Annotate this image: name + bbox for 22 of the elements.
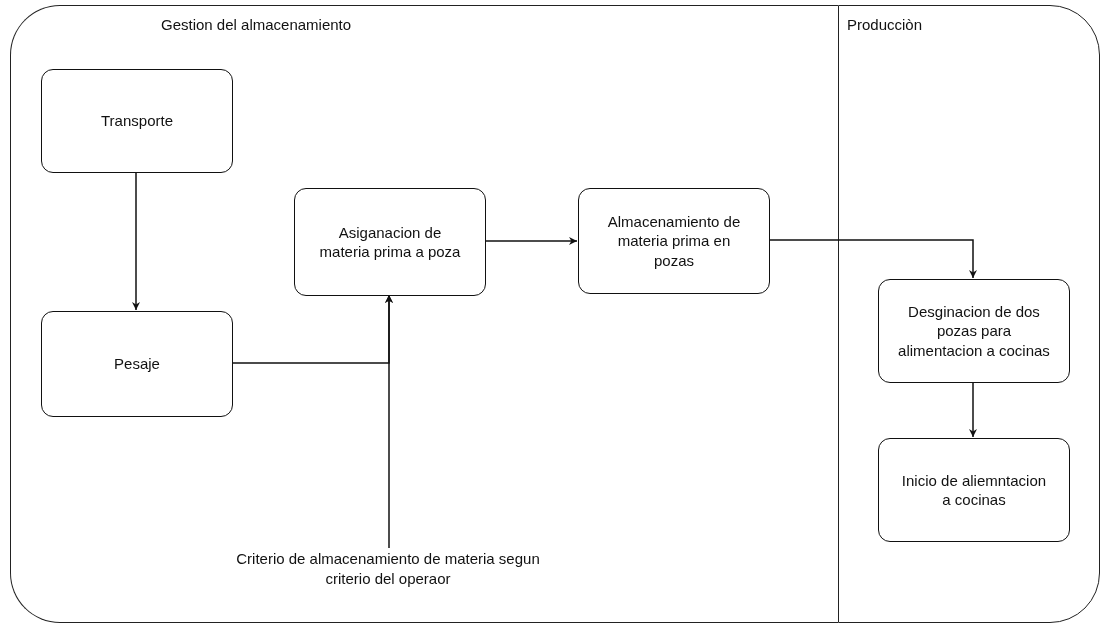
process-box <box>878 438 1070 542</box>
arrow <box>132 171 140 311</box>
node-label: Transporte <box>101 111 173 131</box>
swimlane <box>10 5 838 623</box>
process-box <box>41 311 233 417</box>
process-box <box>294 188 486 296</box>
swimlane <box>838 5 1100 623</box>
lane-title: Gestion del almacenamiento <box>161 16 352 33</box>
node-label: Inicio de aliemntacion a cocinas <box>900 470 1048 510</box>
node-label: Asiganacion de materia prima a poza <box>318 222 462 262</box>
node-label: Criterio de almacenamiento de materia segun criterio del operaor <box>235 549 541 588</box>
process-box <box>41 69 233 173</box>
arrow <box>969 381 977 438</box>
node-label: Desginacion de dos pozas para alimentacion a cocinas <box>897 301 1051 361</box>
process-box <box>578 188 770 294</box>
process-box <box>878 279 1070 383</box>
arrow <box>768 239 977 279</box>
arrow <box>385 294 393 549</box>
arrow <box>484 237 578 245</box>
node-label: Almacenamiento de materia prima en pozas <box>606 211 742 271</box>
lane-title: Producciòn <box>847 16 923 33</box>
node-label: Pesaje <box>114 354 160 374</box>
